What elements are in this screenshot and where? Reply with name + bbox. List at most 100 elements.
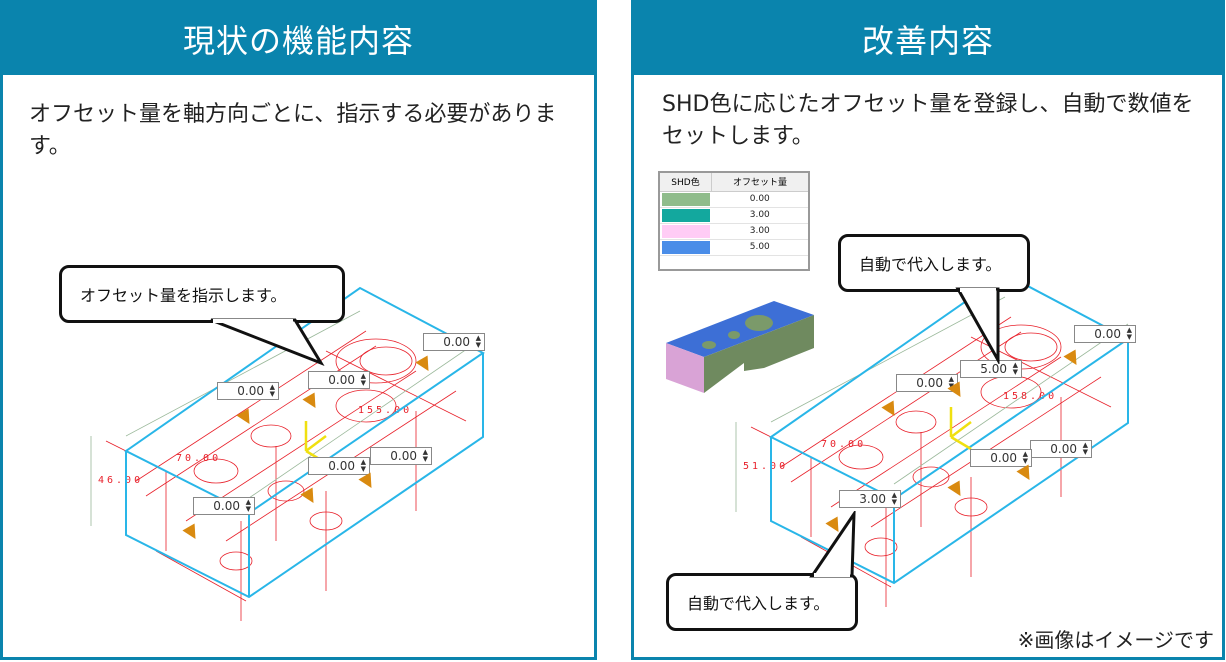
offset-spinner-input[interactable]: 0.00 ▲▼ — [1030, 440, 1092, 458]
axis-gizmo-icon — [949, 407, 972, 451]
dimension-line — [248, 337, 484, 499]
wireframe-hole — [359, 346, 413, 376]
wireframe-hole — [335, 338, 417, 384]
callout-auto-assign-top: 自動で代入します。 — [838, 234, 1030, 292]
spinner-arrows-icon[interactable]: ▲▼ — [891, 491, 897, 506]
dimension-label: 158.00 — [1003, 391, 1057, 402]
shd-color-swatch — [659, 207, 712, 224]
spinner-arrows-icon[interactable]: ▲▼ — [1082, 441, 1088, 456]
dimension-line — [893, 323, 1129, 485]
shd-color-swatch — [659, 191, 712, 208]
callout-text: 自動で代入します。 — [687, 594, 830, 613]
panel-title: 現状の機能内容 — [3, 3, 594, 75]
current-function-panel: 現状の機能内容 オフセット量を軸方向ごとに、指示する必要があります。 70.00… — [0, 0, 597, 660]
offset-value: 0.00 — [213, 499, 240, 513]
offset-spinner-input[interactable]: 0.00 ▲▼ — [308, 457, 370, 475]
callout-text: オフセット量を指示します。 — [80, 286, 287, 305]
wireframe-hole — [335, 389, 397, 423]
panel-description: オフセット量を軸方向ごとに、指示する必要があります。 — [29, 102, 557, 159]
spinner-arrows-icon[interactable]: ▲▼ — [1012, 361, 1018, 376]
offset-value: 0.00 — [390, 449, 417, 463]
offset-spinner-input[interactable]: 0.00 ▲▼ — [370, 447, 432, 465]
spinner-arrows-icon[interactable]: ▲▼ — [360, 372, 366, 387]
improvement-panel: 改善内容 SHD色に応じたオフセット量を登録し、自動で数値をセットします。 SH… — [631, 0, 1225, 660]
dimension-line — [125, 310, 361, 437]
shd-color-swatch — [659, 239, 712, 256]
wireframe-edge — [135, 330, 367, 482]
offset-spinner-input[interactable]: 0.00 ▲▼ — [193, 497, 255, 515]
wireframe-edge — [105, 440, 127, 452]
dimension-label: 46.00 — [98, 475, 143, 486]
offset-value: 0.00 — [1050, 442, 1077, 456]
spinner-arrows-icon[interactable]: ▲▼ — [1022, 450, 1028, 465]
offset-value: 0.00 — [990, 451, 1017, 465]
wireframe-hole — [954, 497, 988, 517]
spinner-arrows-icon[interactable]: ▲▼ — [269, 383, 275, 398]
table-row[interactable]: 5.00 — [659, 239, 809, 256]
offset-value: 5.00 — [711, 239, 809, 256]
dimension-label: 155.00 — [358, 405, 412, 416]
wireframe-hole — [864, 537, 898, 557]
callout-text: 自動で代入します。 — [859, 255, 1002, 274]
wireframe-hole — [1004, 332, 1058, 362]
wireframe-hole — [838, 444, 884, 470]
offset-value: 0.00 — [328, 459, 355, 473]
offset-spinner-input[interactable]: 0.00▲▼ — [423, 333, 485, 351]
offset-spinner-input[interactable]: 0.00 ▲▼ — [308, 371, 370, 389]
offset-value: 0.00 — [328, 373, 355, 387]
shd-color-swatch — [659, 223, 712, 240]
offset-spinner-input[interactable]: 0.00 ▲▼ — [217, 382, 279, 400]
wireframe-hole — [193, 458, 239, 484]
offset-value: 3.00 — [711, 223, 809, 240]
spinner-arrows-icon[interactable]: ▲▼ — [475, 334, 481, 349]
callout-tail — [210, 318, 325, 367]
wireframe-hole — [250, 424, 292, 448]
wireframe-hole — [267, 480, 305, 502]
callout-auto-assign-bottom: 自動で代入します。 — [666, 573, 858, 631]
table-row[interactable]: 3.00 — [659, 207, 809, 224]
callout: オフセット量を指示します。 — [59, 265, 345, 323]
spinner-arrows-icon[interactable]: ▲▼ — [1126, 326, 1132, 341]
wireframe-hole — [912, 466, 950, 488]
shaded-part-preview — [666, 301, 814, 393]
dimension-label: 51.00 — [743, 461, 788, 472]
dimension-label: 70.00 — [176, 453, 221, 464]
wireframe-edge — [750, 426, 772, 438]
spinner-arrows-icon[interactable]: ▲▼ — [245, 498, 251, 513]
wireframe-edge — [830, 356, 1062, 508]
callout-tail — [955, 287, 1000, 364]
column-header: オフセット量 — [711, 171, 810, 192]
offset-value: 0.00 — [1094, 327, 1121, 341]
wireframe-hole — [219, 551, 253, 571]
wireframe-edge — [185, 370, 417, 522]
wireframe-hole — [895, 410, 937, 434]
callout-tail — [809, 511, 856, 578]
offset-spinner-input[interactable]: 0.00 ▲▼ — [1074, 325, 1136, 343]
offset-value: 0.00 — [916, 376, 943, 390]
dimension-line — [770, 296, 1006, 423]
offset-spinner-input[interactable]: 0.00 ▲▼ — [970, 449, 1032, 467]
spinner-arrows-icon[interactable]: ▲▼ — [422, 448, 428, 463]
cad-wireframe-view: 70.00 51.00 158.00 — [735, 272, 1130, 607]
offset-spinner-input[interactable]: 5.00 ▲▼ — [960, 360, 1022, 378]
offset-spinner-input[interactable]: 3.00 ▲▼ — [839, 490, 901, 508]
offset-value: 0.00 — [711, 191, 809, 208]
offset-value: 5.00 — [980, 362, 1007, 376]
panel-title: 改善内容 — [634, 3, 1222, 75]
offset-value: 0.00 — [237, 384, 264, 398]
offset-value: 3.00 — [711, 207, 809, 224]
wireframe-edge — [790, 331, 1022, 483]
column-header: SHD色 — [658, 171, 713, 192]
wireframe-edge — [325, 350, 467, 422]
dimension-label: 70.00 — [821, 439, 866, 450]
spinner-arrows-icon[interactable]: ▲▼ — [360, 458, 366, 473]
spinner-arrows-icon[interactable]: ▲▼ — [948, 375, 954, 390]
panel-description: SHD色に応じたオフセット量を登録し、自動で数値をセットします。 — [662, 92, 1194, 149]
image-disclaimer: ※画像はイメージです — [1017, 628, 1214, 652]
table-row[interactable]: 0.00 — [659, 191, 809, 208]
table-row[interactable]: 3.00 — [659, 223, 809, 240]
offset-value: 3.00 — [859, 492, 886, 506]
offset-spinner-input[interactable]: 0.00 ▲▼ — [896, 374, 958, 392]
wireframe-hole — [309, 511, 343, 531]
